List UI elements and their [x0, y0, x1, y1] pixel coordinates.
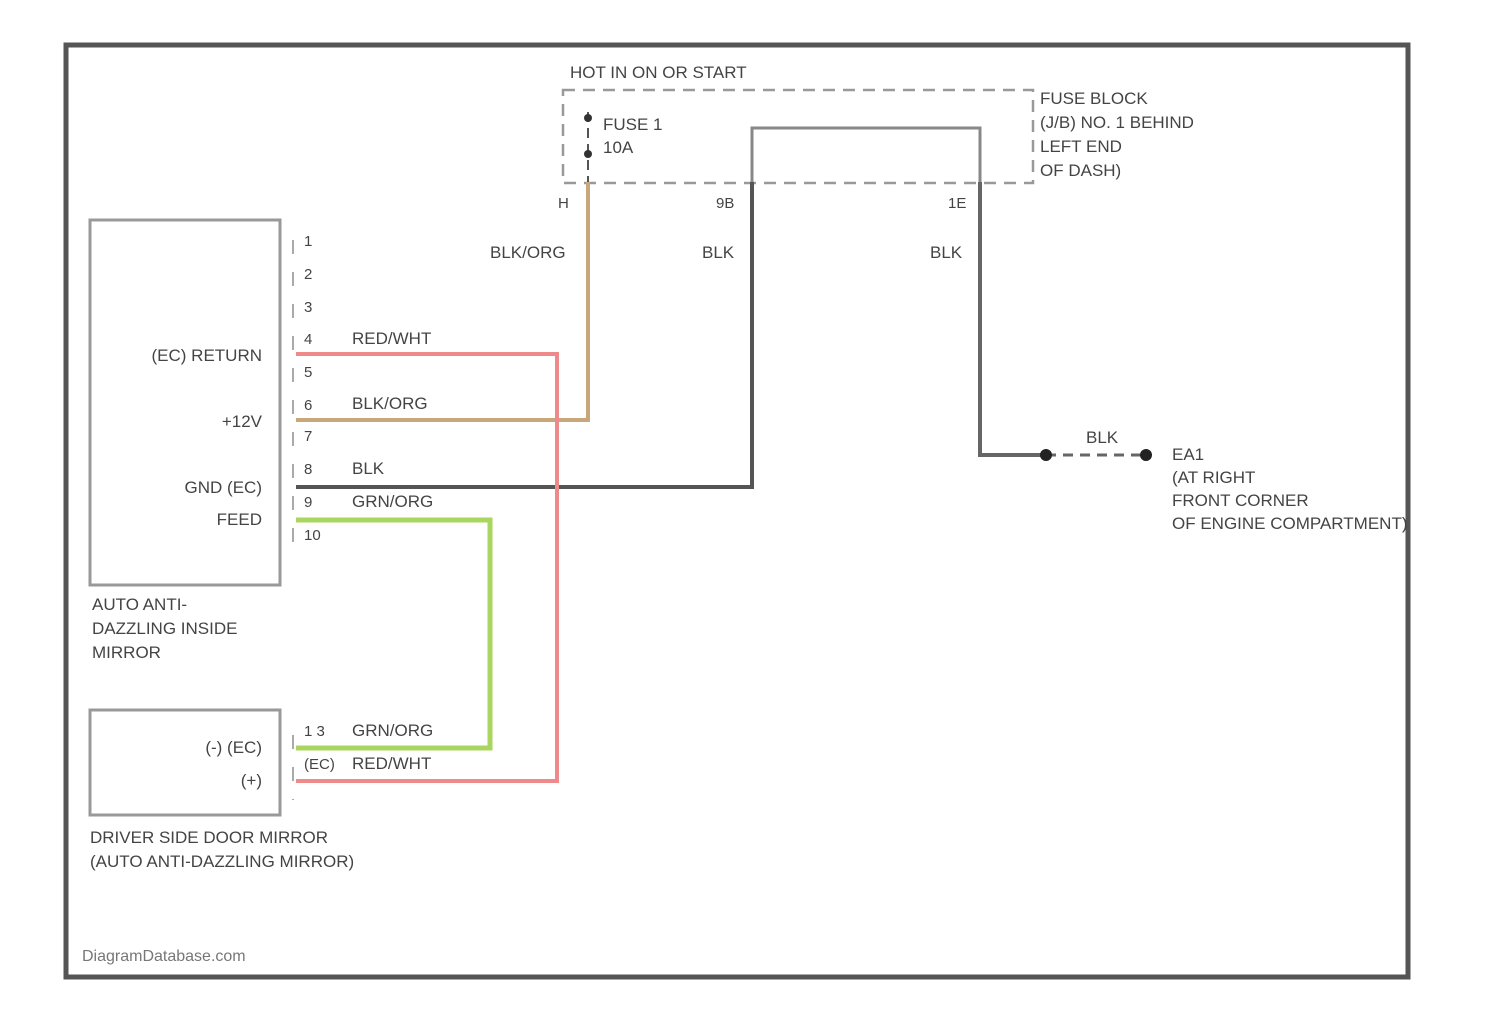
door-mirror-box: [90, 710, 280, 815]
ground-splice-dot: [1040, 449, 1052, 461]
pin-3: 3: [304, 299, 312, 316]
wire-label-blk-right-top: BLK: [930, 243, 963, 262]
fuse-block-line-4: OF DASH): [1040, 161, 1121, 180]
wire-label-grn-org: GRN/ORG: [352, 492, 433, 511]
pin-6: 6: [304, 397, 312, 414]
wire-label-door-grn-org: GRN/ORG: [352, 721, 433, 740]
ground-point-dot: [1140, 449, 1152, 461]
fuse-pin-1e: 1E: [948, 195, 966, 212]
label-plus12v: +12V: [222, 412, 263, 431]
fuse-terminal-top: [584, 114, 592, 122]
hot-label: HOT IN ON OR START: [570, 63, 747, 82]
fuse-block-line-1: FUSE BLOCK: [1040, 89, 1148, 108]
fuse-block-line-3: LEFT END: [1040, 137, 1122, 156]
pin-7: 7: [304, 428, 312, 445]
inside-mirror-box: [90, 220, 280, 585]
wire-label-blk-mid-top: BLK: [702, 243, 735, 262]
pin-9: 9: [304, 494, 312, 511]
label-gnd-ec: GND (EC): [185, 478, 262, 497]
door-mirror-caption-2: (AUTO ANTI-DAZZLING MIRROR): [90, 852, 354, 871]
ground-line-2: FRONT CORNER: [1172, 491, 1309, 510]
label-feed: FEED: [217, 510, 262, 529]
inside-mirror-caption-1: AUTO ANTI-: [92, 595, 187, 614]
fuse-pin-9b: 9B: [716, 195, 734, 212]
watermark: DiagramDatabase.com: [82, 948, 246, 965]
door-label-pos: (+): [241, 771, 262, 790]
fuse-pin-h: H: [558, 195, 569, 212]
door-label-neg-ec: (-) (EC): [205, 738, 262, 757]
pin-1: 1: [304, 233, 312, 250]
fuse-terminal-bottom: [584, 150, 592, 158]
wire-blk-org: [296, 182, 588, 420]
pin-2: 2: [304, 266, 312, 283]
wire-label-door-red-wht: RED/WHT: [352, 754, 431, 773]
pin-10: 10: [304, 527, 321, 544]
fuse-block-line-2: (J/B) NO. 1 BEHIND: [1040, 113, 1194, 132]
wire-blk-ground: [980, 182, 1046, 455]
wire-label-red-wht: RED/WHT: [352, 329, 431, 348]
fuse-rating: 10A: [603, 138, 634, 157]
door-mirror-caption-1: DRIVER SIDE DOOR MIRROR: [90, 828, 328, 847]
fuse-block-outline: [563, 90, 1033, 183]
inside-mirror-caption-3: MIRROR: [92, 643, 161, 662]
fuse-block-bus: [752, 128, 980, 182]
door-pin-2: (EC): [304, 756, 335, 773]
wire-label-blk: BLK: [352, 459, 385, 478]
label-ec-return: (EC) RETURN: [152, 346, 263, 365]
wire-label-blk-org-top: BLK/ORG: [490, 243, 566, 262]
door-pin-1: 1 3: [304, 723, 325, 740]
pin-5: 5: [304, 364, 312, 381]
pin-4: 4: [304, 331, 312, 348]
inside-mirror-caption-2: DAZZLING INSIDE: [92, 619, 237, 638]
pin-8: 8: [304, 461, 312, 478]
wire-label-ground-blk: BLK: [1086, 428, 1119, 447]
ground-line-1: (AT RIGHT: [1172, 468, 1255, 487]
fuse-name: FUSE 1: [603, 115, 663, 134]
wire-grn-org: [296, 520, 490, 748]
ground-id: EA1: [1172, 445, 1204, 464]
ground-line-3: OF ENGINE COMPARTMENT): [1172, 514, 1408, 533]
wire-label-blk-org: BLK/ORG: [352, 394, 428, 413]
